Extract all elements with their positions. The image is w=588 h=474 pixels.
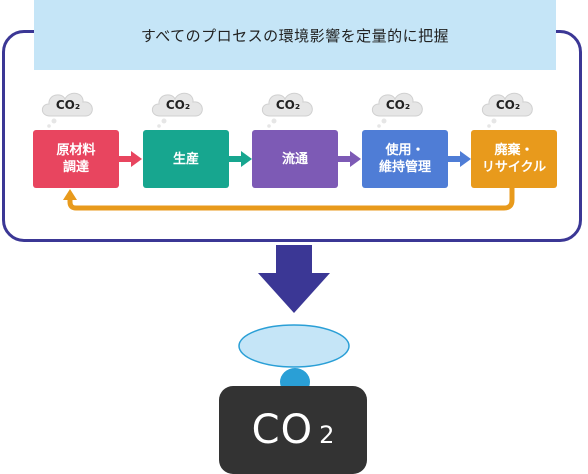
step-label-line2: 維持管理 bbox=[378, 160, 431, 175]
step-label-line1: 流通 bbox=[281, 151, 308, 167]
arrow-right-icon bbox=[448, 151, 471, 167]
cloud-icon bbox=[151, 92, 203, 128]
step-disposal-recycle: 廃棄・リサイクル bbox=[471, 130, 557, 188]
co2-subscript-text: 2 bbox=[319, 421, 335, 449]
cloud-icon bbox=[41, 92, 93, 128]
cloud-icon bbox=[261, 92, 313, 128]
arrow-right-icon bbox=[338, 151, 361, 167]
cloud-label: CO₂ bbox=[385, 98, 411, 112]
co2-main-text: CO bbox=[251, 407, 314, 453]
recycle-loop-arrow-icon bbox=[63, 188, 515, 211]
arrow-right-icon bbox=[229, 151, 252, 167]
step-label-line2: リサイクル bbox=[481, 160, 547, 175]
co2-cloud-3: CO₂ bbox=[256, 86, 320, 128]
step-use-maintenance: 使用・維持管理 bbox=[362, 130, 448, 188]
title-text: すべてのプロセスの環境影響を定量的に把握 bbox=[140, 26, 450, 45]
cloud-icon bbox=[371, 92, 423, 128]
cloud-label: CO₂ bbox=[495, 98, 521, 112]
step-label-line2: 調達 bbox=[62, 160, 89, 175]
down-arrow-icon bbox=[258, 245, 330, 313]
co2-cloud-4: CO₂ bbox=[366, 86, 430, 128]
step-label-line1: 使用・ bbox=[385, 143, 425, 158]
step-label-line1: 生産 bbox=[172, 151, 199, 167]
title-banner: すべてのプロセスの環境影響を定量的に把握 bbox=[34, 0, 556, 70]
co2-cloud-1: CO₂ bbox=[36, 86, 100, 128]
step-label-line1: 廃棄・ bbox=[494, 143, 534, 158]
step-distribution: 流通 bbox=[252, 130, 338, 188]
cloud-icon bbox=[481, 92, 533, 128]
co2-cloud-2: CO₂ bbox=[146, 86, 210, 128]
step-label-line1: 原材料 bbox=[56, 143, 96, 158]
co2-cloud-5: CO₂ bbox=[476, 86, 540, 128]
arrow-right-icon bbox=[119, 151, 142, 167]
cloud-label: CO₂ bbox=[55, 98, 81, 112]
cloud-label: CO₂ bbox=[275, 98, 301, 112]
cloud-label: CO₂ bbox=[165, 98, 191, 112]
container-lid-icon bbox=[238, 324, 350, 368]
step-procurement: 原材料調達 bbox=[33, 130, 119, 188]
step-production: 生産 bbox=[143, 130, 229, 188]
